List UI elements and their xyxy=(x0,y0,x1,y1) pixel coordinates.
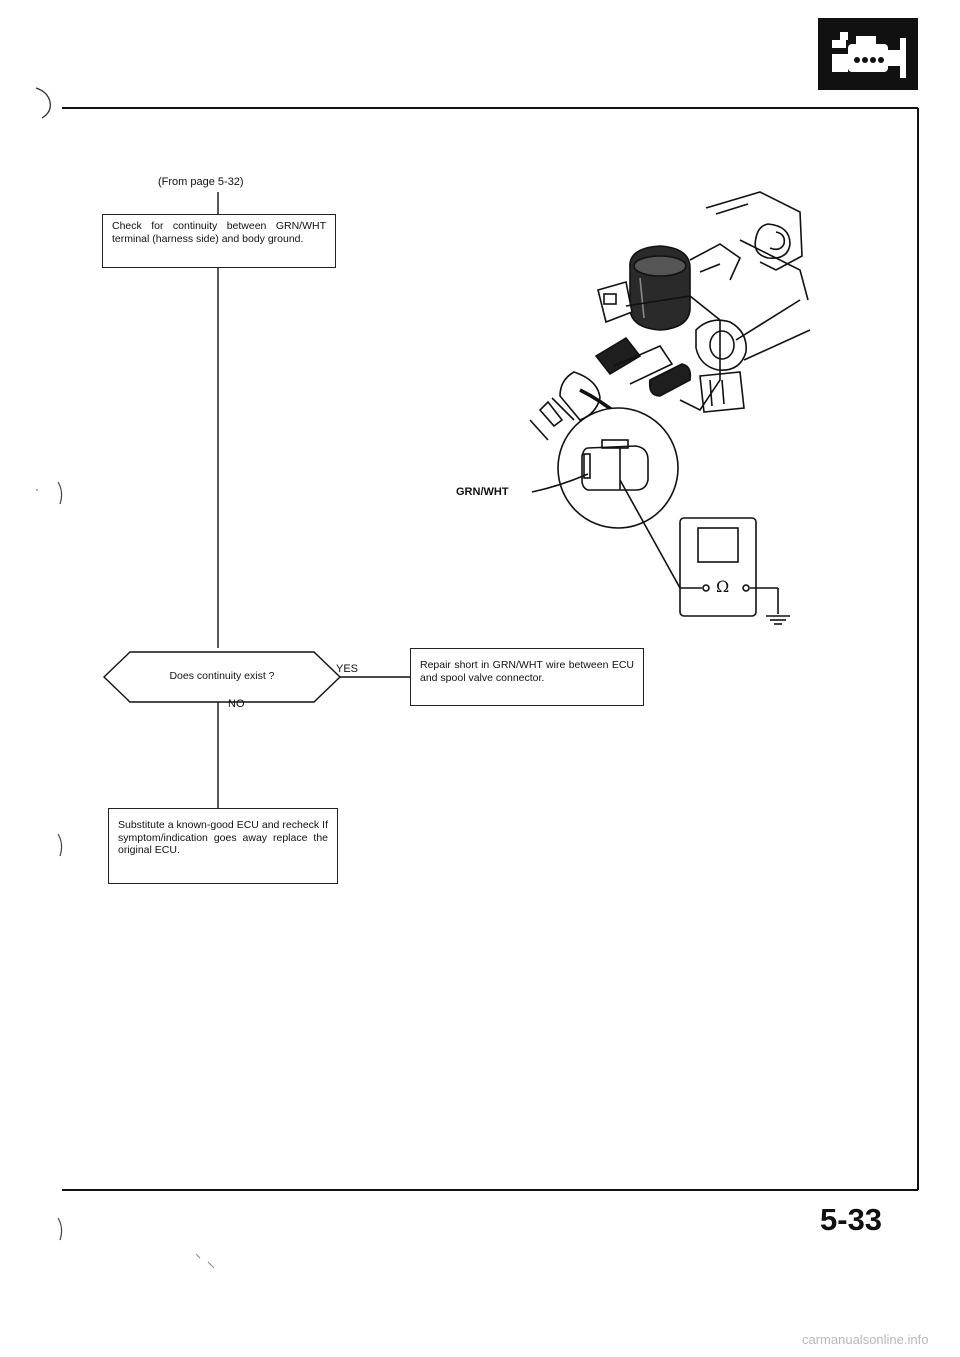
repair-step: Repair short in GRN/WHT wire between ECU… xyxy=(410,648,644,706)
check-continuity-step: Check for continuity between GRN/WHT ter… xyxy=(102,214,336,268)
from-page-reference: (From page 5-32) xyxy=(158,176,244,188)
ohm-symbol: Ω xyxy=(716,577,730,596)
substitute-ecu-step: Substitute a known-good ECU and recheck … xyxy=(108,808,338,884)
yes-label: YES xyxy=(336,663,359,675)
grn-wht-wire-label: GRN/WHT xyxy=(456,486,509,498)
engine-section-icon xyxy=(818,18,918,90)
page-number: 5-33 xyxy=(820,1202,883,1237)
no-label: NO xyxy=(228,698,245,710)
footer-site-watermark: carmanualsonline.info xyxy=(802,1332,929,1347)
decision-question: Does continuity exist ? xyxy=(169,670,275,682)
